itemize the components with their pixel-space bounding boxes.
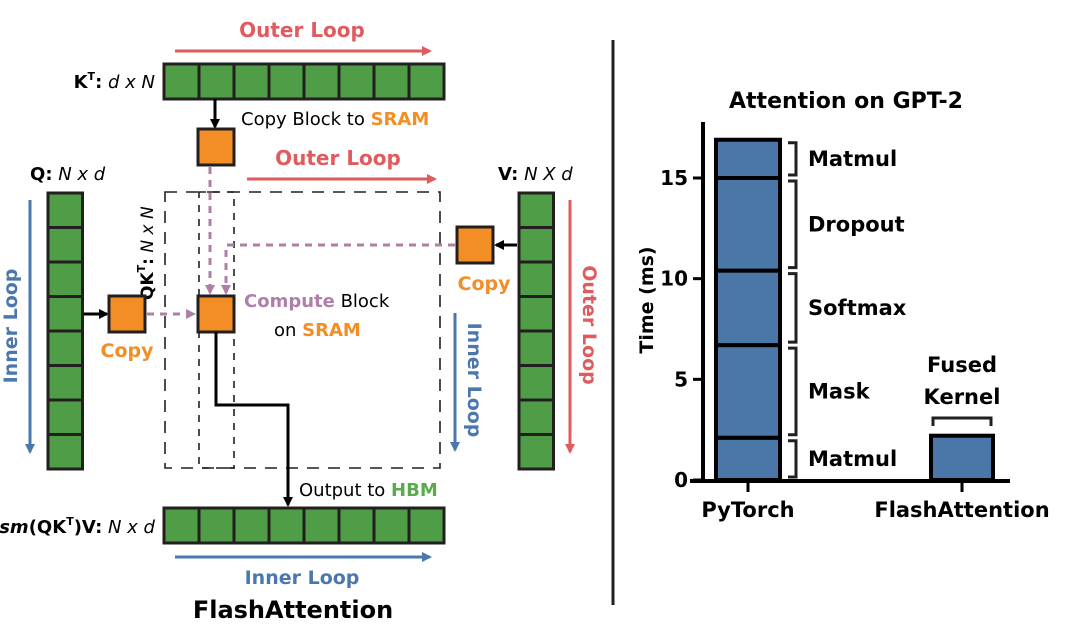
- x-tick-label: PyTorch: [701, 498, 794, 522]
- y-tick-label: 15: [660, 166, 688, 190]
- inner-loop-right-label: Inner Loop: [463, 323, 485, 438]
- bar-segment: [714, 343, 782, 440]
- attention-chart: Attention on GPT-2 Time (ms) 0 5 10 15 PyTo…: [636, 89, 1050, 522]
- matrix-block: [517, 329, 555, 367]
- y-tick-label: 10: [660, 267, 688, 291]
- compute-block: [196, 294, 236, 334]
- annotations: MatmulMaskSoftmaxDropoutMatmulFusedKerne…: [788, 141, 1001, 479]
- matrix-block: [517, 295, 555, 333]
- x-tick-label: FlashAttention: [874, 498, 1049, 522]
- segment-bracket: [788, 439, 798, 479]
- bar-segment: [714, 435, 782, 482]
- v-label: V: N X d: [498, 164, 573, 185]
- matrix-block: [302, 62, 341, 101]
- matrix-block: [232, 62, 271, 101]
- matrix-block: [302, 506, 341, 545]
- segment-bracket: [788, 141, 798, 177]
- segment-bracket: [788, 179, 798, 270]
- matrix-block: [162, 62, 201, 101]
- segment-label: Matmul: [808, 147, 897, 171]
- compute-label-line1: Compute Block: [244, 291, 390, 312]
- outer-loop-mid-label: Outer Loop: [275, 146, 401, 170]
- segment-label: Softmax: [808, 296, 907, 320]
- q-label: Q: N x d: [30, 164, 106, 185]
- y-tick-label: 5: [674, 367, 688, 391]
- matrix-block: [46, 226, 84, 264]
- matrix-block: [517, 364, 555, 402]
- segment-bracket: [931, 416, 993, 426]
- matrix-block: [407, 506, 446, 545]
- outer-loop-top-label: Outer Loop: [239, 18, 365, 42]
- matrix-block: [197, 62, 236, 101]
- qkt-matrix-region: [164, 191, 441, 469]
- copy-q-label: Copy: [101, 340, 155, 362]
- matrix-block: [267, 62, 306, 101]
- matrix-block: [517, 398, 555, 436]
- bar-segment: [929, 433, 995, 482]
- matrix-block: [46, 191, 84, 229]
- flashattention-diagram: Outer Loop KT: d x N Copy Block to SRAM …: [0, 18, 600, 624]
- q-sram-block: [107, 294, 147, 334]
- matrix-block: [337, 62, 376, 101]
- kt-label: KT: d x N: [74, 70, 155, 93]
- matrix-block: [197, 506, 236, 545]
- matrix-block: [46, 433, 84, 471]
- v-matrix: [517, 191, 555, 471]
- output-matrix: [162, 506, 446, 545]
- v-sram-block: [455, 225, 495, 265]
- matrix-block: [407, 62, 446, 101]
- inner-loop-left-label: Inner Loop: [0, 269, 22, 384]
- matrix-block: [517, 191, 555, 229]
- matrix-block: [517, 433, 555, 471]
- segment-bracket: [788, 272, 798, 344]
- k-sram-block: [196, 127, 236, 167]
- bars: [714, 137, 995, 482]
- qkt-label: QKT: N x N: [135, 206, 158, 300]
- matrix-block: [162, 506, 201, 545]
- bar-segment: [714, 137, 782, 181]
- chart-title: Attention on GPT-2: [729, 89, 963, 114]
- y-axis-label: Time (ms): [636, 246, 658, 353]
- matrix-block: [46, 329, 84, 367]
- matrix-block: [372, 62, 411, 101]
- matrix-block: [46, 364, 84, 402]
- segment-label: Kernel: [924, 385, 1001, 409]
- matrix-block: [46, 260, 84, 298]
- segment-label: Matmul: [808, 447, 897, 471]
- v-to-compute-flow: [221, 243, 455, 295]
- compute-label-line2: on SRAM: [274, 320, 361, 341]
- kt-matrix: [162, 62, 446, 101]
- x-ticks: PyTorch FlashAttention: [701, 482, 1050, 522]
- segment-label: Dropout: [808, 212, 905, 236]
- y-ticks: 0 5 10 15: [660, 166, 703, 492]
- bar-segment: [714, 268, 782, 348]
- copy-block-label: Copy Block to SRAM: [241, 109, 429, 130]
- segment-label: Fused: [927, 353, 997, 377]
- y-tick-label: 0: [674, 468, 688, 492]
- segment-bracket: [788, 346, 798, 437]
- q-matrix: [46, 191, 84, 471]
- matrix-block: [267, 506, 306, 545]
- bar-segment: [714, 176, 782, 273]
- output-path: [214, 332, 293, 507]
- matrix-block: [232, 506, 271, 545]
- matrix-block: [372, 506, 411, 545]
- matrix-block: [46, 398, 84, 436]
- outer-loop-right-label: Outer Loop: [578, 265, 600, 384]
- copy-v-label: Copy: [458, 273, 512, 295]
- diagram-title: FlashAttention: [193, 596, 393, 624]
- matrix-block: [337, 506, 376, 545]
- inner-loop-bottom-label: Inner Loop: [245, 567, 360, 589]
- matrix-block: [517, 226, 555, 264]
- matrix-block: [517, 260, 555, 298]
- matrix-block: [46, 295, 84, 333]
- output-label: Output to HBM: [299, 480, 438, 501]
- segment-label: Mask: [808, 379, 871, 403]
- output-matrix-label: sm(QKT)V: N x d: [0, 515, 156, 538]
